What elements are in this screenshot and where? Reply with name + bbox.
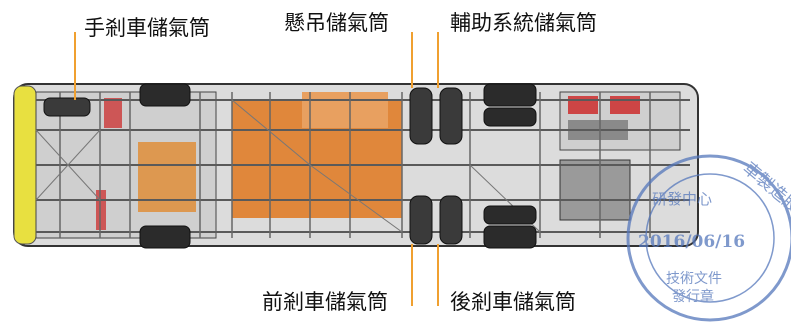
air-tanks <box>43 87 463 245</box>
svg-text:技術文件: 技術文件 <box>666 271 722 287</box>
wheel-rear-left-outer <box>483 83 537 107</box>
auxiliary-tank-label: 輔助系統儲氣筒 <box>450 11 597 35</box>
svg-text:2016/06/16: 2016/06/16 <box>638 232 745 252</box>
handbrake-tank-a <box>43 97 91 117</box>
svg-text:發行章: 發行章 <box>672 288 714 305</box>
wheel-front-left <box>139 83 191 107</box>
handbrake-tank-label: 手剎車儲氣筒 <box>84 16 210 40</box>
wheel-rear-left-inner <box>483 107 537 127</box>
suspension-tank-label: 懸吊儲氣筒 <box>284 11 389 35</box>
callout-lines <box>74 32 439 306</box>
wheel-front-right <box>139 225 191 249</box>
wheel-rear-right-inner <box>483 205 537 225</box>
front-brake-tank-a <box>409 195 433 245</box>
suspension-tank-a <box>409 87 433 145</box>
diagonal-bracing <box>35 99 541 233</box>
rear-brake-tank-a <box>439 195 463 245</box>
rear-brake-tank-label: 後剎車儲氣筒 <box>450 290 576 314</box>
company-stamp: 車製造股份有限公司文件 研發中心 2016/06/16 技術文件 發行章 <box>626 154 791 322</box>
auxiliary-tank-a <box>439 87 463 145</box>
wheels <box>139 83 537 249</box>
front-brake-tank-label: 前剎車儲氣筒 <box>262 290 388 314</box>
svg-text:研發中心: 研發中心 <box>652 190 712 208</box>
wheel-rear-right-outer <box>483 225 537 249</box>
